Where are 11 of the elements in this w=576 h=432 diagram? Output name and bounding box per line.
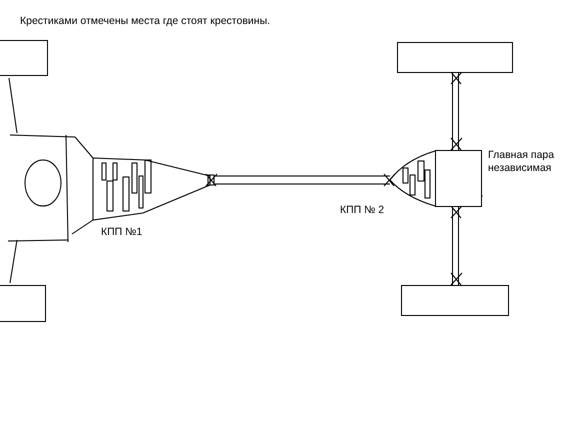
wheel-box xyxy=(401,285,509,316)
wheel-box xyxy=(397,42,513,73)
wheel-box xyxy=(0,285,46,322)
shaft xyxy=(452,72,459,150)
gearbox-label: КПП № 2 xyxy=(340,204,384,217)
title: Крестиками отмечены места где стоят крестовины. xyxy=(20,15,270,28)
wheel-box xyxy=(0,40,48,76)
gearbox-label: КПП №1 xyxy=(101,226,142,239)
main-gear-box xyxy=(435,150,482,207)
shaft xyxy=(452,206,459,286)
node-caption: Главная пара независимая xyxy=(488,149,556,175)
